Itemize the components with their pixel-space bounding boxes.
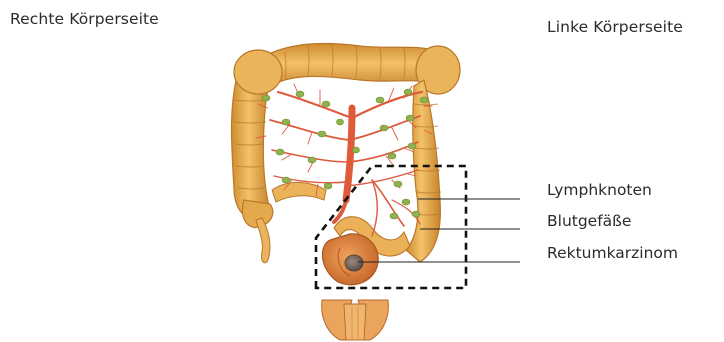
- lymph-nodes-label: Lymphknoten: [547, 181, 652, 199]
- colon: [232, 43, 461, 262]
- rectal-tumor: [345, 255, 363, 271]
- rectum: [322, 234, 378, 285]
- rectal-carcinoma-label: Rektumkarzinom: [547, 244, 678, 262]
- anal-canal: [322, 300, 389, 340]
- blood-vessels-label: Blutgefäße: [547, 212, 631, 230]
- blood-vessels: [256, 84, 432, 236]
